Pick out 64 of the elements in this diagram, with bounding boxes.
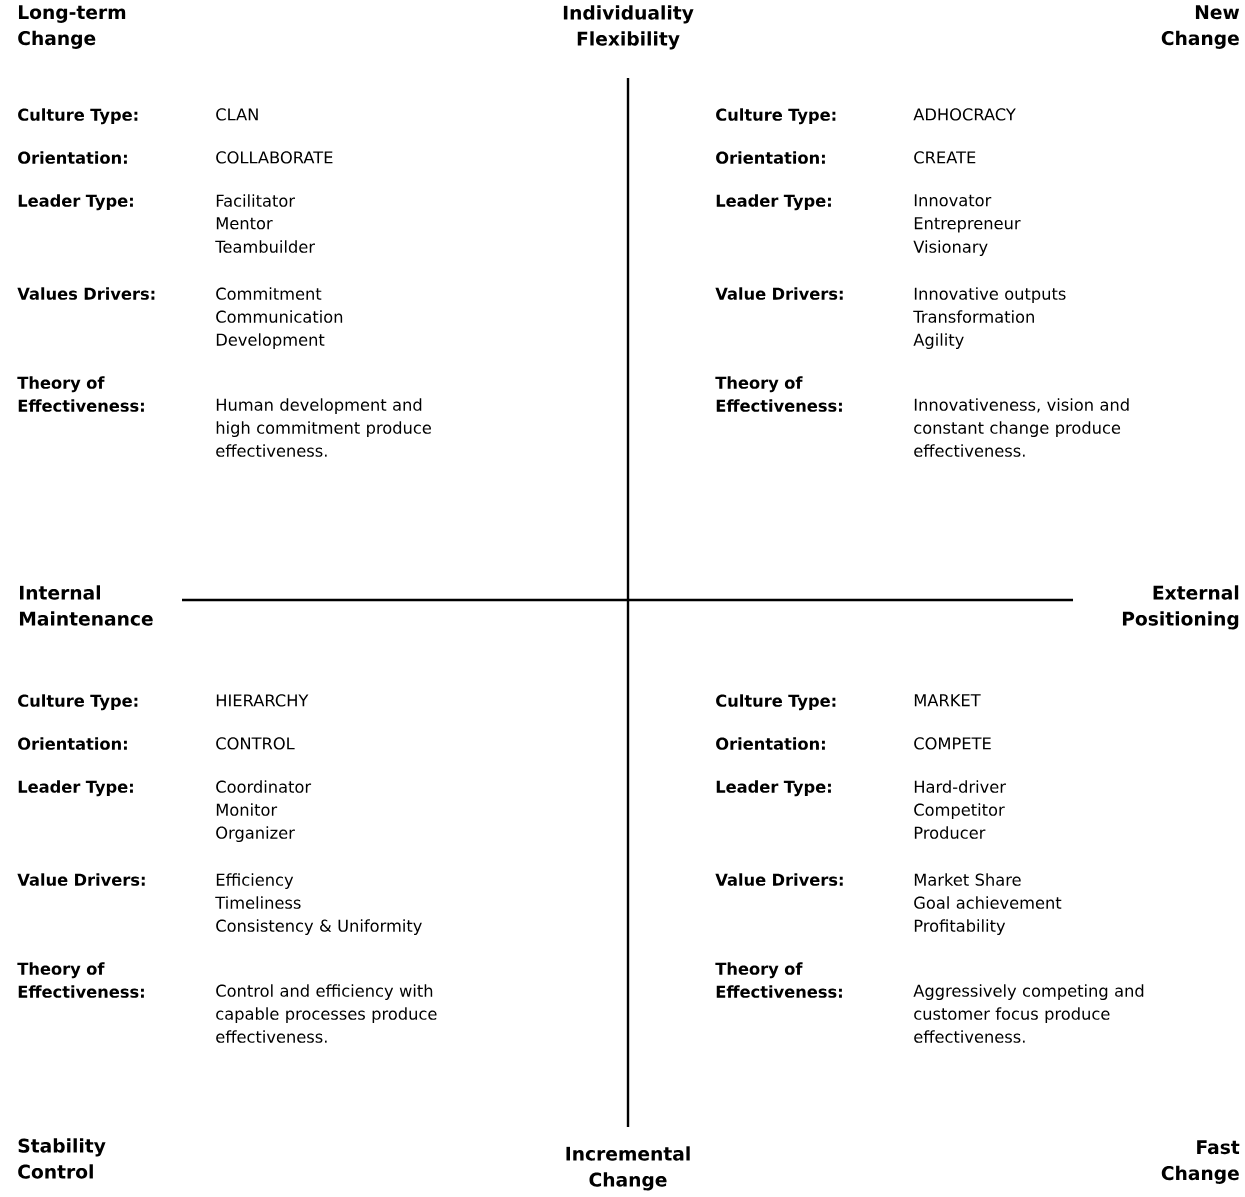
field-label: Values Drivers: <box>17 287 155 300</box>
field-label: Value Drivers: <box>715 873 843 886</box>
field-value: Development <box>216 333 325 349</box>
field-value: Goal achievement <box>914 896 1062 909</box>
field-value: Consistency & Uniformity <box>216 919 422 936</box>
field-label: Orientation: <box>18 737 127 750</box>
field-value: Transformation <box>913 310 1034 323</box>
description-text: Innovativeness, vision and constant change produce effectiveness. <box>914 398 1129 457</box>
axis-label: Long-term Change <box>18 5 126 49</box>
axis-label: Fast Change <box>1161 1140 1240 1184</box>
field-label: Theory of Effectiveness: <box>715 376 842 412</box>
field-label: Value Drivers: <box>715 287 843 300</box>
axis-label: Incremental Change <box>566 1146 690 1191</box>
field-value: ADHOCRACY <box>913 108 1016 121</box>
field-value: Innovative outputs <box>914 287 1066 303</box>
field-value: Visionary <box>913 240 988 256</box>
field-label: Theory of Effectiveness: <box>17 376 144 412</box>
field-value: Profitability <box>914 919 1006 936</box>
field-label: Leader Type: <box>716 194 831 211</box>
field-value: CONTROL <box>216 737 295 750</box>
field-value: Entrepreneur <box>914 217 1021 233</box>
field-label: Orientation: <box>716 151 825 164</box>
field-label: Culture Type: <box>716 694 836 711</box>
field-value: Organizer <box>216 826 295 843</box>
field-value: HIERARCHY <box>216 694 309 707</box>
field-value: MARKET <box>914 694 981 707</box>
field-value: Mentor <box>216 217 273 230</box>
field-label: Culture Type: <box>18 694 138 711</box>
field-label: Leader Type: <box>18 194 133 211</box>
field-value: Teambuilder <box>215 240 315 253</box>
axis-label: Stability Control <box>18 1138 106 1179</box>
field-value: Hard-driver <box>914 780 1006 793</box>
description-text: Aggressively competing and customer focus produce effectiveness. <box>913 984 1144 1043</box>
field-value: Innovator <box>914 194 992 207</box>
field-value: Facilitator <box>216 194 295 207</box>
field-value: CREATE <box>914 151 976 164</box>
field-label: Leader Type: <box>18 780 133 797</box>
axis-label: Internal Maintenance <box>20 585 153 626</box>
field-label: Theory of Effectiveness: <box>715 962 842 998</box>
axis-label: External Positioning <box>1122 585 1239 630</box>
field-value: Producer <box>914 826 986 839</box>
field-value: Agility <box>913 333 964 349</box>
field-value: Monitor <box>216 803 278 816</box>
field-label: Leader Type: <box>716 780 831 797</box>
field-value: COLLABORATE <box>216 151 333 164</box>
field-label: Culture Type: <box>716 108 836 125</box>
field-value: CLAN <box>216 108 258 121</box>
axis-label: Individuality Flexibility <box>563 5 694 50</box>
field-label: Theory of Effectiveness: <box>17 962 144 998</box>
field-value: COMPETE <box>914 737 991 750</box>
field-value: Communication <box>216 310 343 323</box>
axis-label: New Change <box>1161 5 1240 49</box>
field-label: Culture Type: <box>18 108 138 125</box>
field-value: Market Share <box>914 873 1021 886</box>
description-text: Control and efficiency with capable processes produce effectiveness. <box>216 984 437 1043</box>
field-label: Value Drivers: <box>17 873 145 886</box>
field-value: Coordinator <box>216 780 312 793</box>
description-text: Human development and high commitment produce effectiveness. <box>216 398 431 457</box>
field-value: Competitor <box>914 803 1005 820</box>
field-label: Orientation: <box>18 151 127 164</box>
field-value: Commitment <box>216 287 322 300</box>
field-label: Orientation: <box>716 737 825 750</box>
field-value: Efficiency <box>216 873 294 890</box>
field-value: Timeliness <box>215 896 301 909</box>
